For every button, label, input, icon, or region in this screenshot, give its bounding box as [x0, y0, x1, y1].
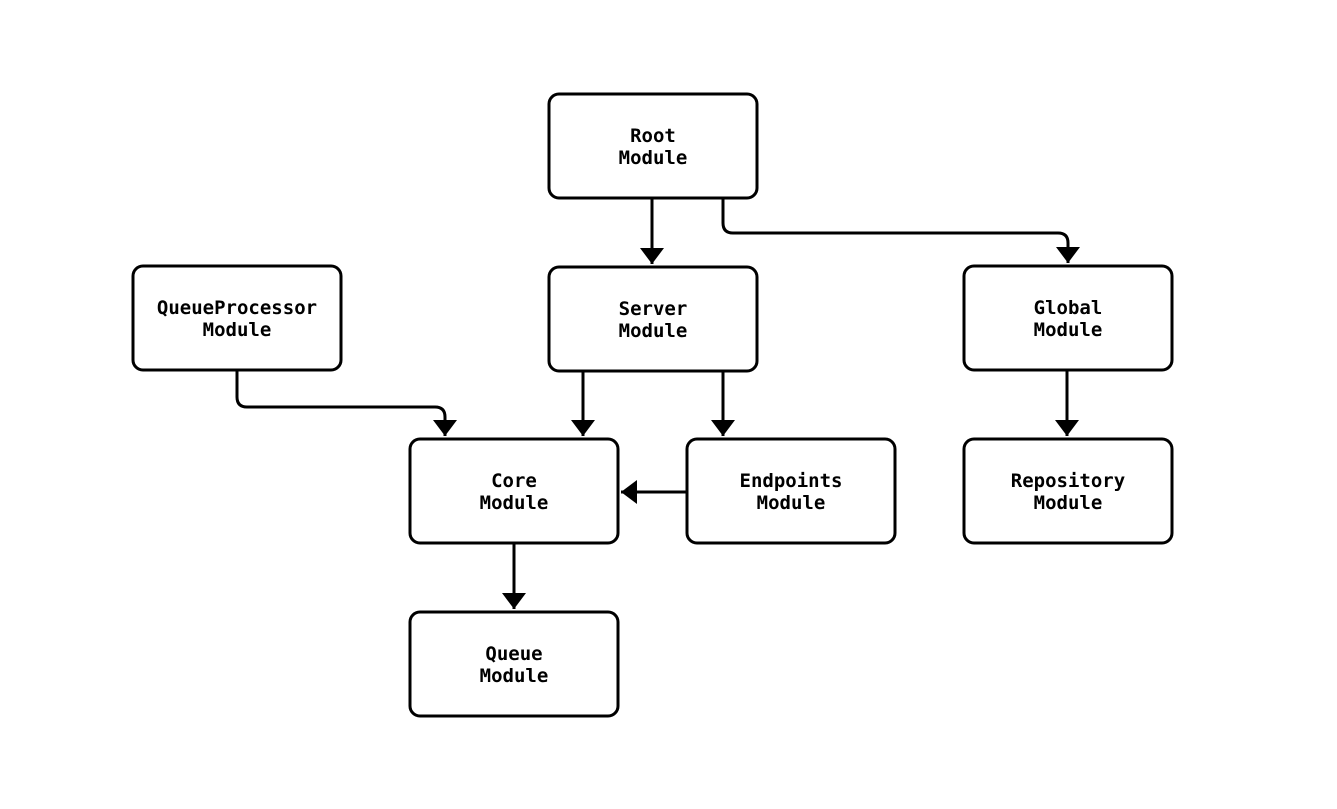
node-box-queueprocessor	[131, 264, 343, 372]
edge-queueprocessor-core	[235, 370, 457, 436]
node-box-core	[408, 437, 620, 545]
node-box-repository	[962, 437, 1174, 545]
node-box-queue	[408, 610, 620, 718]
edge-root-global	[721, 198, 1080, 263]
edges-layer	[235, 198, 1080, 609]
node-box-server	[547, 265, 759, 373]
node-box-global	[962, 264, 1174, 372]
node-box-root	[547, 92, 759, 200]
node-box-endpoints	[685, 437, 897, 545]
